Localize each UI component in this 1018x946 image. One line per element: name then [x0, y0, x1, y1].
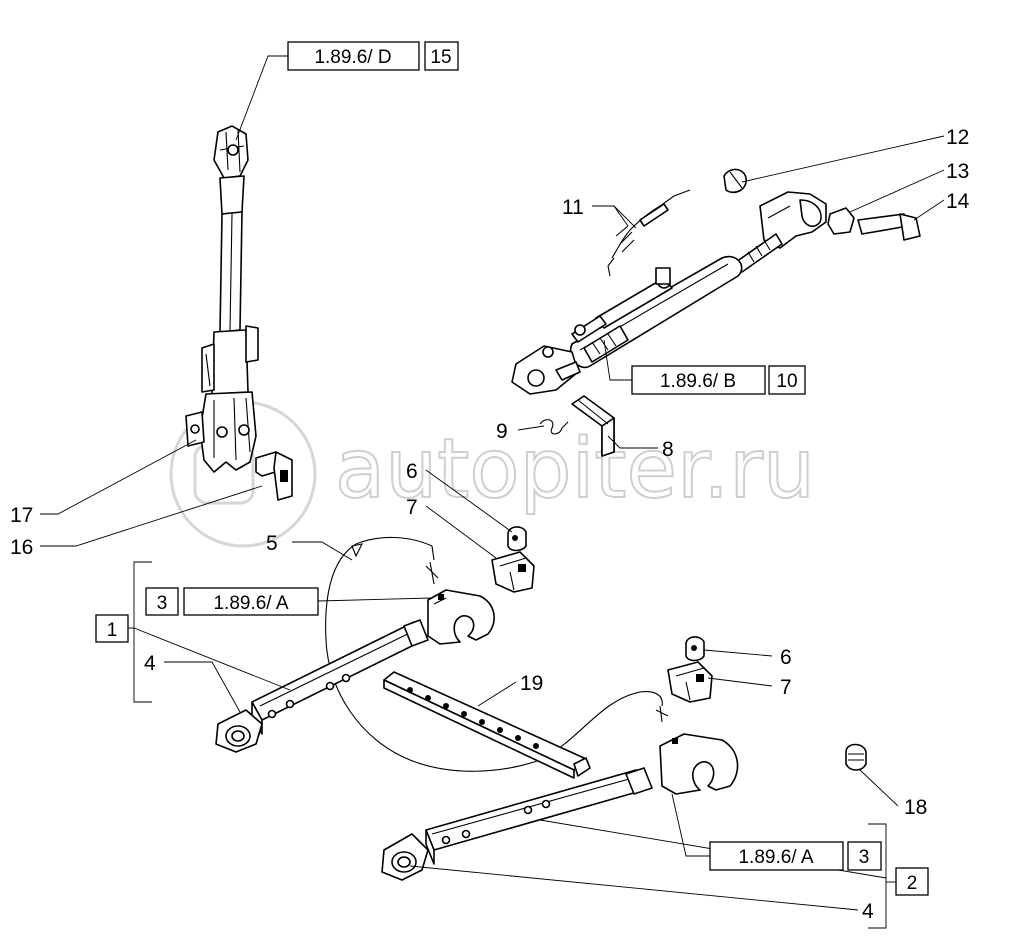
- ref-box-a-lower: 1.89.6/ A 3: [709, 841, 882, 871]
- block-7-lower: [667, 661, 713, 703]
- callout-1: 1: [107, 620, 118, 641]
- callout-4-upper: 4: [144, 652, 156, 675]
- callout-6-lower: 6: [780, 646, 792, 669]
- watermark-text: autopiter.ru: [335, 422, 815, 517]
- ref-box-d: 1.89.6/ D 15: [287, 41, 459, 71]
- callout-labels: 11 12 13 14 9 8 6 7 17 16 5 4 19 6 7 18 …: [10, 126, 970, 923]
- ref-a-upper-text: 1.89.6/ A: [213, 593, 288, 614]
- callout-15: 15: [430, 47, 451, 68]
- callout-17: 17: [10, 504, 33, 527]
- ref-box-1: 1: [95, 614, 129, 643]
- callout-2: 2: [907, 873, 918, 894]
- leader-lines: [40, 55, 945, 929]
- clip-9: [539, 419, 569, 435]
- callout-5: 5: [266, 532, 278, 555]
- check-chain-5: [325, 536, 669, 772]
- callout-16: 16: [10, 536, 33, 559]
- callout-8: 8: [662, 438, 674, 461]
- callout-10: 10: [776, 371, 797, 392]
- lower-link-upper: [215, 589, 495, 753]
- ref-box-2: 2: [895, 867, 929, 896]
- ref-box-a-upper: 3 1.89.6/ A: [145, 587, 319, 616]
- callout-4-lower: 4: [862, 900, 874, 923]
- top-link-assembly: [185, 125, 293, 501]
- callout-11: 11: [562, 196, 584, 219]
- drawbar-19: [383, 671, 591, 779]
- pin-8: [571, 395, 615, 457]
- callout-6-upper: 6: [406, 460, 418, 483]
- callout-3-upper: 3: [157, 593, 168, 614]
- callout-13: 13: [946, 160, 969, 183]
- ref-box-b: 1.89.6/ B 10: [631, 365, 806, 395]
- block-7-upper: [491, 551, 535, 593]
- ref-a-lower-text: 1.89.6/ A: [738, 847, 813, 868]
- callout-9: 9: [496, 420, 508, 443]
- ref-b-text: 1.89.6/ B: [660, 371, 736, 392]
- callout-19: 19: [520, 672, 543, 695]
- callout-18: 18: [904, 796, 927, 819]
- bush-6-upper: [507, 526, 527, 552]
- cap-18: [845, 743, 867, 771]
- callout-12: 12: [946, 126, 969, 149]
- hydraulic-top-link: [511, 168, 921, 395]
- callout-7-upper: 7: [406, 496, 418, 519]
- watermark: autopiter.ru: [169, 400, 816, 548]
- callout-7-lower: 7: [780, 676, 792, 699]
- lower-link-lower: [381, 733, 739, 881]
- callout-3-lower: 3: [859, 847, 870, 868]
- callout-14: 14: [946, 190, 970, 213]
- ref-d-text: 1.89.6/ D: [314, 47, 391, 68]
- bush-6-lower: [685, 636, 705, 662]
